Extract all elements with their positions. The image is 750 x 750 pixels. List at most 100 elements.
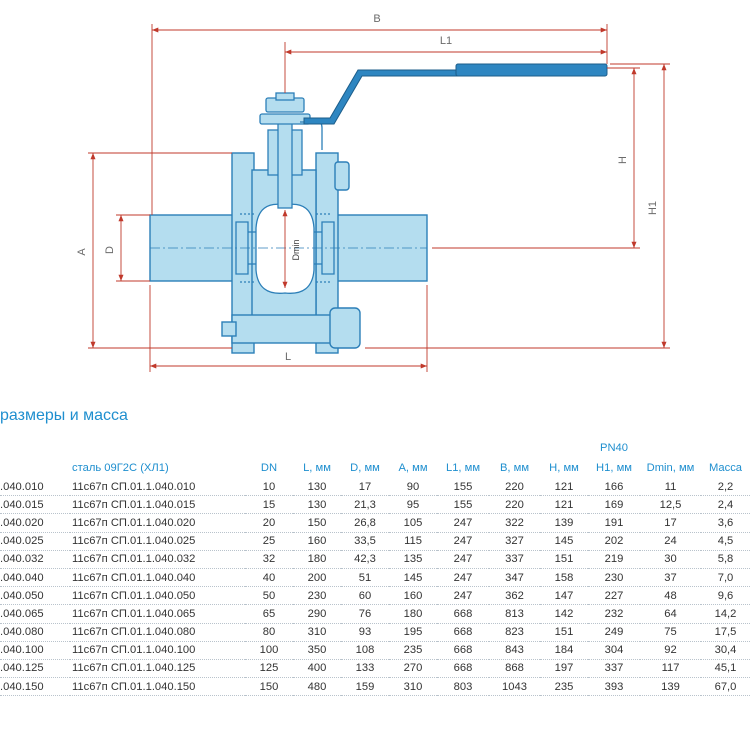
cell-h1: 304 (588, 641, 640, 660)
cell-mass: 3,6 (701, 513, 750, 533)
cell-h: 158 (540, 568, 588, 588)
cell-dmin: 30 (640, 550, 701, 569)
col-header-b: B, мм (499, 462, 530, 474)
cell-mass: 45,1 (701, 659, 750, 679)
cell-b: 362 (489, 586, 540, 606)
cell-code: .040.025 (0, 532, 70, 551)
cell-dn: 10 (245, 478, 293, 497)
cell-model: 11с67п СП.01.1.040.040 (70, 568, 245, 588)
cell-mass: 2,4 (701, 495, 750, 515)
col-header-code (0, 458, 70, 478)
cell-b: 1043 (489, 677, 540, 697)
cell-model: 11с67п СП.01.1.040.025 (70, 532, 245, 551)
cell-dmin: 37 (640, 568, 701, 588)
cell-mass: 5,8 (701, 550, 750, 569)
cell-dmin: 117 (640, 659, 701, 679)
cell-code: .040.032 (0, 550, 70, 569)
cell-l: 130 (293, 478, 341, 497)
cell-model: 11с67п СП.01.1.040.020 (70, 513, 245, 533)
cell-d: 76 (341, 604, 389, 624)
cell-l1: 247 (437, 550, 489, 569)
col-header-h1: H1, мм (596, 462, 632, 474)
cell-dn: 32 (245, 550, 293, 569)
label-D: D (104, 246, 116, 254)
cell-h: 197 (540, 659, 588, 679)
column-header-row: сталь 09Г2С (ХЛ1) DN L, мм D, мм A, мм L… (0, 458, 750, 478)
cell-l1: 668 (437, 604, 489, 624)
cell-d: 108 (341, 641, 389, 660)
cell-code: .040.015 (0, 495, 70, 515)
cell-l1: 247 (437, 532, 489, 551)
dimension-lines (88, 24, 670, 372)
cell-mass: 2,2 (701, 478, 750, 497)
cell-dmin: 75 (640, 623, 701, 642)
cell-a: 145 (389, 568, 437, 588)
cell-model: 11с67п СП.01.1.040.032 (70, 550, 245, 569)
cell-d: 159 (341, 677, 389, 697)
cell-h1: 227 (588, 586, 640, 606)
cell-code: .040.065 (0, 604, 70, 624)
label-L: L (285, 351, 291, 363)
cell-code: .040.080 (0, 623, 70, 642)
cell-h: 235 (540, 677, 588, 697)
cell-code: .040.150 (0, 677, 70, 697)
cell-l1: 247 (437, 568, 489, 588)
cell-h: 121 (540, 478, 588, 497)
cell-dn: 65 (245, 604, 293, 624)
cell-dmin: 92 (640, 641, 701, 660)
valve-body (149, 152, 428, 354)
cell-l1: 668 (437, 623, 489, 642)
cell-mass: 17,5 (701, 623, 750, 642)
cell-code: .040.010 (0, 478, 70, 497)
cell-dn: 50 (245, 586, 293, 606)
cell-h: 121 (540, 495, 588, 515)
cell-dmin: 12,5 (640, 495, 701, 515)
cell-d: 33,5 (341, 532, 389, 551)
cell-h1: 337 (588, 659, 640, 679)
label-Dmin: Dmin (291, 239, 301, 260)
cell-dmin: 24 (640, 532, 701, 551)
cell-model: 11с67п СП.01.1.040.010 (70, 478, 245, 497)
cell-l: 180 (293, 550, 341, 569)
cell-l: 350 (293, 641, 341, 660)
cell-b: 823 (489, 623, 540, 642)
cell-a: 235 (389, 641, 437, 660)
cell-dmin: 139 (640, 677, 701, 697)
cell-dn: 25 (245, 532, 293, 551)
cell-model: 11с67п СП.01.1.040.150 (70, 677, 245, 697)
cell-d: 60 (341, 586, 389, 606)
cell-d: 133 (341, 659, 389, 679)
cell-dmin: 64 (640, 604, 701, 624)
cell-a: 105 (389, 513, 437, 533)
label-B: B (373, 13, 380, 25)
cell-h: 142 (540, 604, 588, 624)
cell-mass: 14,2 (701, 604, 750, 624)
cell-l1: 668 (437, 641, 489, 660)
cell-dn: 150 (245, 677, 293, 697)
cell-model: 11с67п СП.01.1.040.065 (70, 604, 245, 624)
cell-h1: 230 (588, 568, 640, 588)
cell-h1: 202 (588, 532, 640, 551)
col-header-l: L, мм (303, 462, 331, 474)
section-title: размеры и масса (0, 407, 128, 424)
cell-model: 11с67п СП.01.1.040.015 (70, 495, 245, 515)
cell-a: 310 (389, 677, 437, 697)
cell-mass: 4,5 (701, 532, 750, 551)
cell-h: 145 (540, 532, 588, 551)
col-header-a: A, мм (398, 462, 428, 474)
cell-mass: 7,0 (701, 568, 750, 588)
cell-a: 135 (389, 550, 437, 569)
cell-l: 200 (293, 568, 341, 588)
cell-l: 480 (293, 677, 341, 697)
cell-l1: 247 (437, 513, 489, 533)
cell-l: 160 (293, 532, 341, 551)
cell-b: 322 (489, 513, 540, 533)
cell-dn: 125 (245, 659, 293, 679)
cell-model: 11с67п СП.01.1.040.100 (70, 641, 245, 660)
